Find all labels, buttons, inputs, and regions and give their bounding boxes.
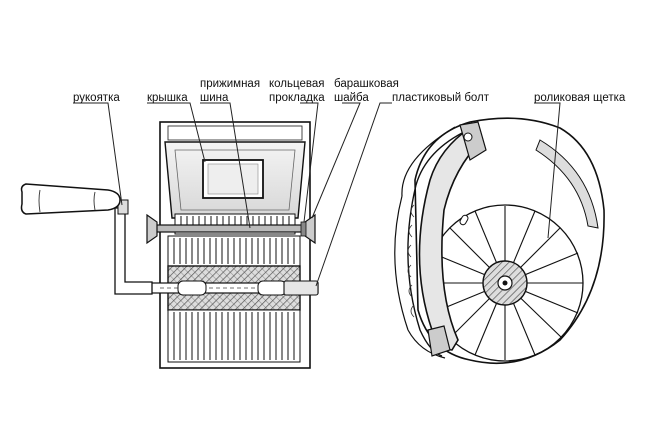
label-ring-line2: прокладка <box>269 92 325 104</box>
middle-comb <box>167 235 301 267</box>
front-view <box>20 121 319 369</box>
side-housing <box>414 117 605 365</box>
plastic-bolt <box>283 280 319 296</box>
wing-nut-left <box>146 213 158 245</box>
slot <box>459 214 469 226</box>
ring-gasket <box>300 221 307 237</box>
labels: рукоятка крышка прижимная шина кольцевая… <box>73 78 626 104</box>
label-ring-line1: кольцевая <box>269 78 324 90</box>
side-grip <box>394 121 487 359</box>
label-clamp-line2: шина <box>200 92 229 104</box>
label-cover: крышка <box>147 92 188 104</box>
lower-comb <box>167 309 301 363</box>
label-brush: роликовая щетка <box>534 92 626 104</box>
side-view <box>394 117 605 365</box>
crank-handle <box>20 183 153 295</box>
label-clamp-line1: прижимная <box>200 78 260 90</box>
label-wing-line2: шайба <box>334 92 369 104</box>
side-flange <box>535 139 599 229</box>
label-handle: рукоятка <box>73 92 120 104</box>
label-bolt: пластиковый болт <box>392 92 490 104</box>
top-rail <box>167 125 303 141</box>
clamp-bar <box>149 224 313 233</box>
leader-lines <box>73 102 561 287</box>
label-wing-line1: барашковая <box>334 78 399 90</box>
